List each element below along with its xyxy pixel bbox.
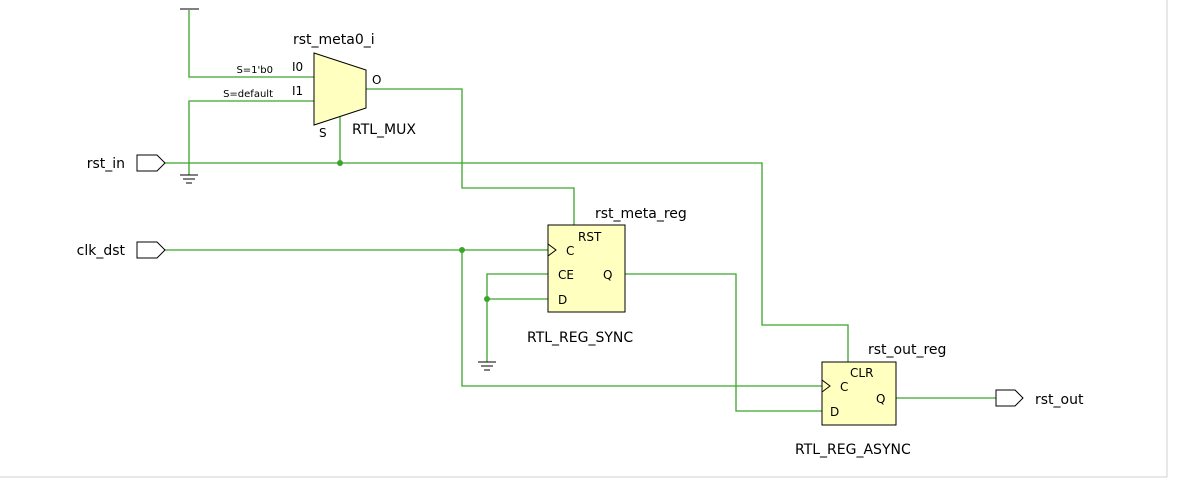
mux-instance-name: rst_meta0_i: [293, 32, 375, 48]
port-rst-in[interactable]: rst_in: [87, 154, 166, 172]
net-mux-out[interactable]: [366, 88, 575, 225]
out-reg-pin-clr: CLR: [850, 366, 873, 380]
meta-reg-body: [547, 224, 626, 313]
meta-reg-instance-name: rst_meta_reg: [595, 206, 687, 222]
meta-reg-pin-rst: RST: [578, 230, 602, 244]
out-reg-pin-d: D: [830, 405, 839, 419]
net-rst-in[interactable]: [165, 115, 849, 362]
port-clk-dst-label: clk_dst: [77, 243, 126, 259]
net-meta-q[interactable]: [625, 273, 822, 412]
clock-input-icon: [547, 243, 557, 257]
output-port-icon: [995, 389, 1024, 407]
out-reg-pin-c: C: [840, 380, 848, 394]
mux-sel-i1: S=default: [223, 89, 273, 100]
port-rst-out-label: rst_out: [1035, 392, 1084, 408]
mux-pin-i1: I1: [292, 84, 303, 98]
ground-symbol-reg: [478, 361, 496, 371]
port-rst-out[interactable]: rst_out: [995, 389, 1084, 408]
mux-body: [313, 52, 367, 126]
meta-reg-pin-q: Q: [603, 268, 612, 282]
net-clk-dst[interactable]: [165, 247, 822, 387]
net-vcc-to-i0[interactable]: [188, 10, 314, 78]
input-port-icon: [136, 241, 166, 259]
port-clk-dst[interactable]: clk_dst: [77, 241, 166, 259]
mux-type-label: RTL_MUX: [352, 122, 416, 138]
out-reg-type-label: RTL_REG_ASYNC: [795, 442, 911, 458]
meta-reg-pin-c: C: [566, 244, 574, 258]
ground-symbol-mux: [180, 174, 198, 184]
meta-reg-pin-d: D: [558, 293, 567, 307]
mux-pin-o: O: [372, 73, 381, 87]
clock-input-icon: [821, 379, 831, 393]
mux-pin-i0: I0: [292, 60, 303, 74]
out-reg-instance-name: rst_out_reg: [868, 342, 946, 358]
meta-reg-cell[interactable]: rst_meta_reg RST C CE Q D RTL_REG_SYNC: [527, 206, 687, 346]
out-reg-pin-q: Q: [876, 392, 885, 406]
mux-sel-i0: S=1'b0: [236, 65, 273, 76]
out-reg-cell[interactable]: rst_out_reg CLR C Q D RTL_REG_ASYNC: [795, 342, 946, 458]
out-reg-body: [821, 361, 897, 426]
meta-reg-pin-ce: CE: [558, 268, 574, 282]
meta-reg-type-label: RTL_REG_SYNC: [527, 330, 633, 346]
mux-cell[interactable]: rst_meta0_i I0 I1 O S S=1'b0 S=default R…: [223, 32, 416, 140]
mux-pin-s: S: [319, 126, 327, 140]
port-rst-in-label: rst_in: [87, 156, 125, 172]
net-gnd-to-i1[interactable]: [188, 100, 314, 175]
net-ce-d-gnd[interactable]: [484, 273, 548, 362]
input-port-icon: [136, 154, 166, 172]
